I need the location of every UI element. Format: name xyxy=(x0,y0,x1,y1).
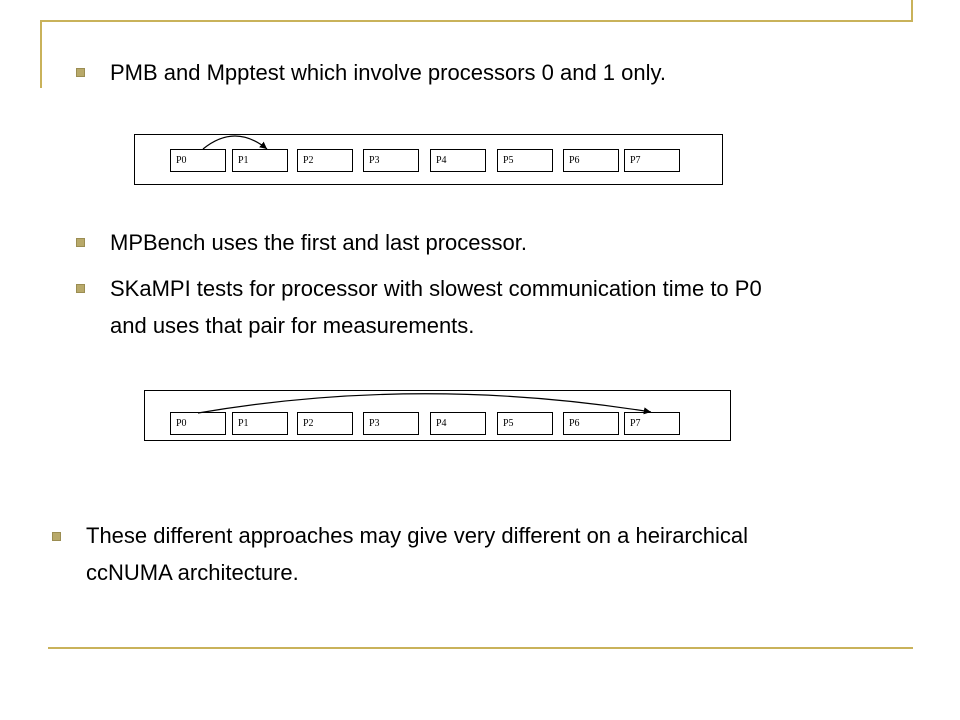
left-rule xyxy=(40,20,42,88)
arrow-p0-to-p7 xyxy=(197,393,652,415)
processor-box-p3: P3 xyxy=(363,412,419,435)
processor-box-p6: P6 xyxy=(563,149,619,172)
processor-box-p4: P4 xyxy=(430,149,486,172)
processor-box-p5: P5 xyxy=(497,412,553,435)
bullet-pmb-text: PMB and Mpptest which involve processors… xyxy=(110,60,666,85)
processor-box-p6: P6 xyxy=(563,412,619,435)
processor-box-p4: P4 xyxy=(430,412,486,435)
right-rule xyxy=(911,0,913,22)
processor-box-p7: P7 xyxy=(624,149,680,172)
processor-box-p3: P3 xyxy=(363,149,419,172)
bullet-square-icon xyxy=(76,238,85,247)
bullet-different-text-line2: ccNUMA architecture. xyxy=(86,560,299,585)
bottom-rule xyxy=(48,647,913,649)
processor-diagram-2: P0 P1 P2 P3 P4 P5 P6 P7 xyxy=(144,390,731,441)
top-rule xyxy=(40,20,913,22)
arrow-p0-to-p1 xyxy=(202,135,268,150)
bullet-skampi-text-line1: SKaMPI tests for processor with slowest … xyxy=(110,276,762,301)
bullet-mpbench-text: MPBench uses the first and last processo… xyxy=(110,230,527,255)
bullet-different-text-line1: These different approaches may give very… xyxy=(86,523,748,548)
processor-diagram-1: P0 P1 P2 P3 P4 P5 P6 P7 xyxy=(134,134,723,185)
processor-box-p1: P1 xyxy=(232,412,288,435)
processor-box-p5: P5 xyxy=(497,149,553,172)
bullet-square-icon xyxy=(76,68,85,77)
bullet-skampi-text-line2: and uses that pair for measurements. xyxy=(110,313,475,338)
processor-box-p0: P0 xyxy=(170,149,226,172)
processor-box-p1: P1 xyxy=(232,149,288,172)
processor-box-p7: P7 xyxy=(624,412,680,435)
bullet-square-icon xyxy=(52,532,61,541)
processor-box-p2: P2 xyxy=(297,149,353,172)
processor-box-p2: P2 xyxy=(297,412,353,435)
bullet-square-icon xyxy=(76,284,85,293)
